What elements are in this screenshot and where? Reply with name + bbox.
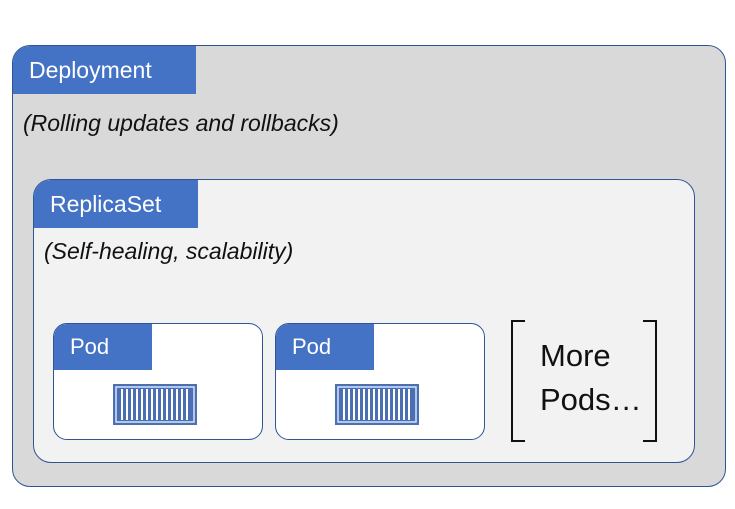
deployment-description: (Rolling updates and rollbacks) (23, 110, 339, 136)
more-pods-line-2: Pods… (540, 382, 642, 417)
pod-container-1: Pod (53, 323, 263, 440)
left-bracket (511, 320, 525, 442)
more-pods-group: More Pods… (511, 320, 657, 442)
deployment-label: Deployment (13, 46, 196, 94)
replicaset-description: (Self-healing, scalability) (44, 238, 294, 264)
pod-label-2: Pod (276, 324, 374, 370)
deployment-container: Deployment (Rolling updates and rollback… (12, 45, 726, 487)
shipping-container-icon (335, 384, 419, 425)
pod-label-1: Pod (54, 324, 152, 370)
pod-container-2: Pod (275, 323, 485, 440)
more-pods-line-1: More (540, 338, 611, 373)
replicaset-container: ReplicaSet (Self-healing, scalability) P… (33, 179, 695, 463)
replicaset-label: ReplicaSet (34, 180, 198, 228)
right-bracket (643, 320, 657, 442)
more-pods-text: More Pods… (540, 334, 642, 422)
shipping-container-icon (113, 384, 197, 425)
